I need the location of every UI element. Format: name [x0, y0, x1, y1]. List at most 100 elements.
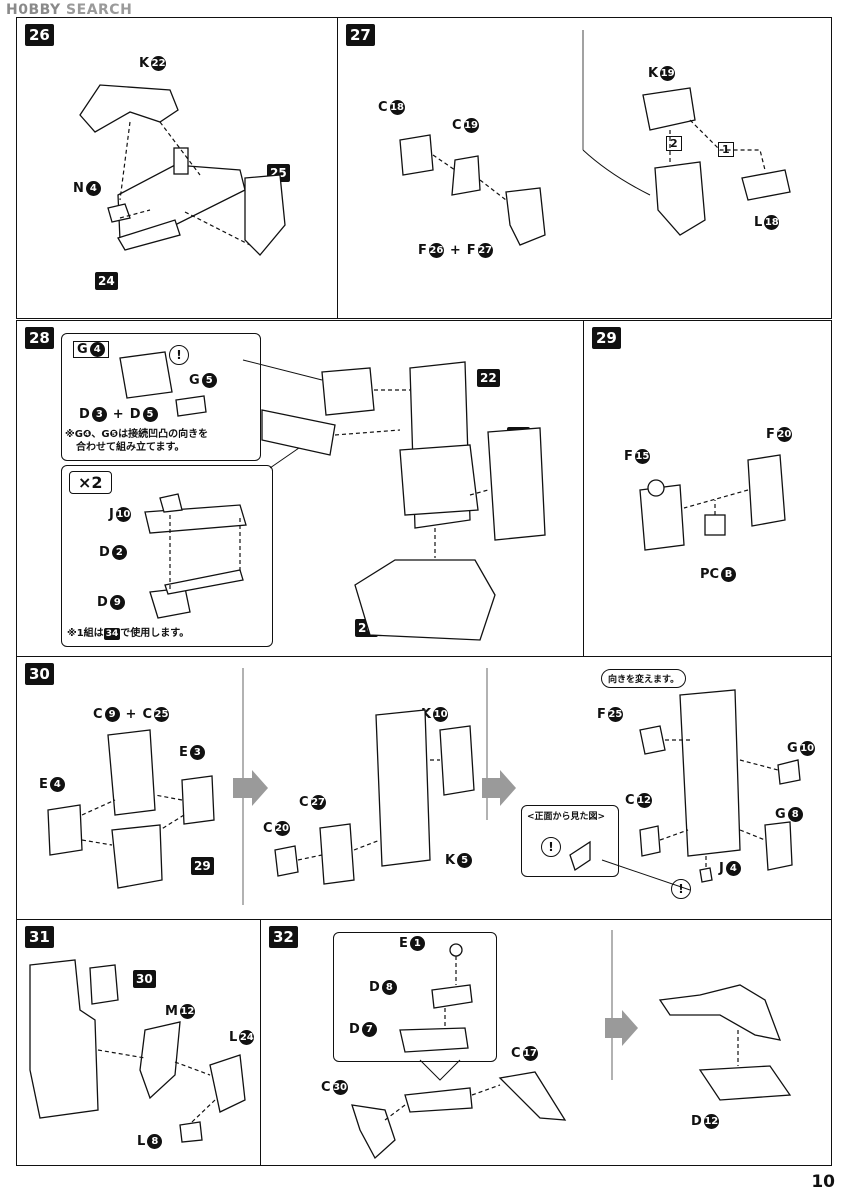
label-g10: G 10 [787, 741, 815, 756]
caution-icon-front: ! [541, 837, 561, 857]
part-num-5: 5 [457, 853, 473, 868]
label-d2: D 2 [99, 545, 127, 560]
label-n4: N 4 [73, 181, 101, 196]
label-j: J [719, 861, 724, 876]
part-num-25: 25 [154, 707, 169, 722]
label-e1: E 1 [399, 936, 425, 951]
part-num-27: 27 [310, 795, 326, 810]
label-c30: C 30 [321, 1080, 348, 1095]
front-view-box [521, 805, 619, 877]
note-line-1: ※G❹、G❺は接続凹凸の向きを [65, 429, 209, 440]
step-32-number: 32 [269, 926, 298, 948]
label-f26-f27: F 26 + F 27 [418, 243, 493, 258]
label-k: K [648, 66, 659, 81]
part-letter-b: B [721, 567, 737, 582]
label-j: J [109, 507, 114, 522]
label-f: F [418, 243, 427, 258]
plus-sign: + [449, 243, 461, 258]
step-29-panel: 29 F 15 F 20 PC B [583, 320, 832, 657]
times-two-badge: ×2 [69, 471, 112, 494]
step-26-drawing [79, 84, 286, 256]
order-1-text: 1 [722, 143, 730, 156]
part-num-9: 9 [104, 707, 120, 722]
part-num-20: 20 [776, 427, 792, 442]
part-num-19: 19 [463, 118, 479, 133]
part-num-8: 8 [381, 980, 397, 995]
order-1: 1 [718, 142, 734, 157]
label-f: F [624, 449, 633, 464]
part-num-18: 18 [389, 100, 405, 115]
step-30-number: 30 [25, 663, 54, 685]
label-c9-c25: C 9 + C 25 [93, 707, 169, 722]
label-d3-d5: D 3 + D 5 [79, 407, 158, 422]
part-num-2: 2 [111, 545, 127, 560]
part-num-24: 24 [239, 1030, 255, 1045]
step-27-drawing [399, 30, 791, 246]
watermark-suffix: SEARCH [66, 2, 133, 18]
label-f15: F 15 [624, 449, 650, 464]
label-g: G [787, 741, 798, 756]
part-num-4: 4 [85, 181, 101, 196]
step-27-number: 27 [346, 24, 375, 46]
label-c: C [142, 707, 152, 722]
part-num-4: 4 [725, 861, 741, 876]
label-g: G [77, 342, 88, 357]
label-d: D [349, 1022, 360, 1037]
label-c: C [378, 100, 388, 115]
part-num-10: 10 [115, 507, 131, 522]
label-d12: D 12 [691, 1114, 719, 1129]
part-num-30: 30 [332, 1080, 348, 1095]
label-j10: J 10 [109, 507, 131, 522]
label-d: D [97, 595, 108, 610]
label-c: C [625, 793, 635, 808]
step-28-drawing [119, 351, 546, 641]
label-d: D [369, 980, 380, 995]
watermark-brand: H0BBY [6, 2, 61, 18]
part-num-5: 5 [142, 407, 158, 422]
label-d8: D 8 [369, 980, 397, 995]
usage-note-b: で使用します。 [120, 628, 190, 639]
part-num-19: 19 [660, 66, 676, 81]
label-k10: K 10 [421, 707, 449, 722]
label-g8: G 8 [775, 807, 803, 822]
label-f: F [466, 243, 476, 258]
part-num-20: 20 [274, 821, 290, 836]
subassembly-box-d7 [333, 932, 497, 1062]
label-c: C [93, 707, 103, 722]
ref-34: 34 [103, 628, 121, 640]
step-31-drawing [29, 959, 246, 1143]
label-e3: E 3 [179, 745, 205, 760]
label-d9: D 9 [97, 595, 125, 610]
part-num-26: 26 [428, 243, 444, 258]
step-31-number: 31 [25, 926, 54, 948]
label-k: K [139, 56, 150, 71]
label-c: C [511, 1046, 521, 1061]
label-c19: C 19 [452, 118, 479, 133]
label-m12: M 12 [165, 1004, 195, 1019]
ref-step-29: 29 [191, 857, 214, 875]
label-j4: J 4 [719, 861, 741, 876]
step-28-number: 28 [25, 327, 54, 349]
step-29-number: 29 [592, 327, 621, 349]
ref-30: 30 [133, 970, 156, 988]
part-num-8: 8 [787, 807, 803, 822]
part-num-7: 7 [361, 1022, 377, 1037]
part-num-17: 17 [522, 1046, 538, 1061]
part-num-12: 12 [636, 793, 652, 808]
label-e: E [179, 745, 188, 760]
ref-24: 24 [95, 272, 118, 290]
label-c: C [452, 118, 462, 133]
label-l: L [229, 1030, 238, 1045]
plus-sign: + [112, 407, 124, 422]
step-32-panel: 32 E 1 D 8 D 7 C 17 C 30 D 12 [260, 919, 832, 1166]
part-num-27: 27 [477, 243, 493, 258]
label-c18: C 18 [378, 100, 405, 115]
label-d: D [79, 407, 90, 422]
ref-step-24: 24 [95, 272, 118, 290]
subassembly-box-x2 [61, 465, 273, 647]
page-number: 10 [811, 1172, 835, 1192]
ref-step-30: 30 [133, 970, 156, 988]
front-view-label: <正面から見た図> [527, 812, 606, 822]
label-e: E [39, 777, 48, 792]
